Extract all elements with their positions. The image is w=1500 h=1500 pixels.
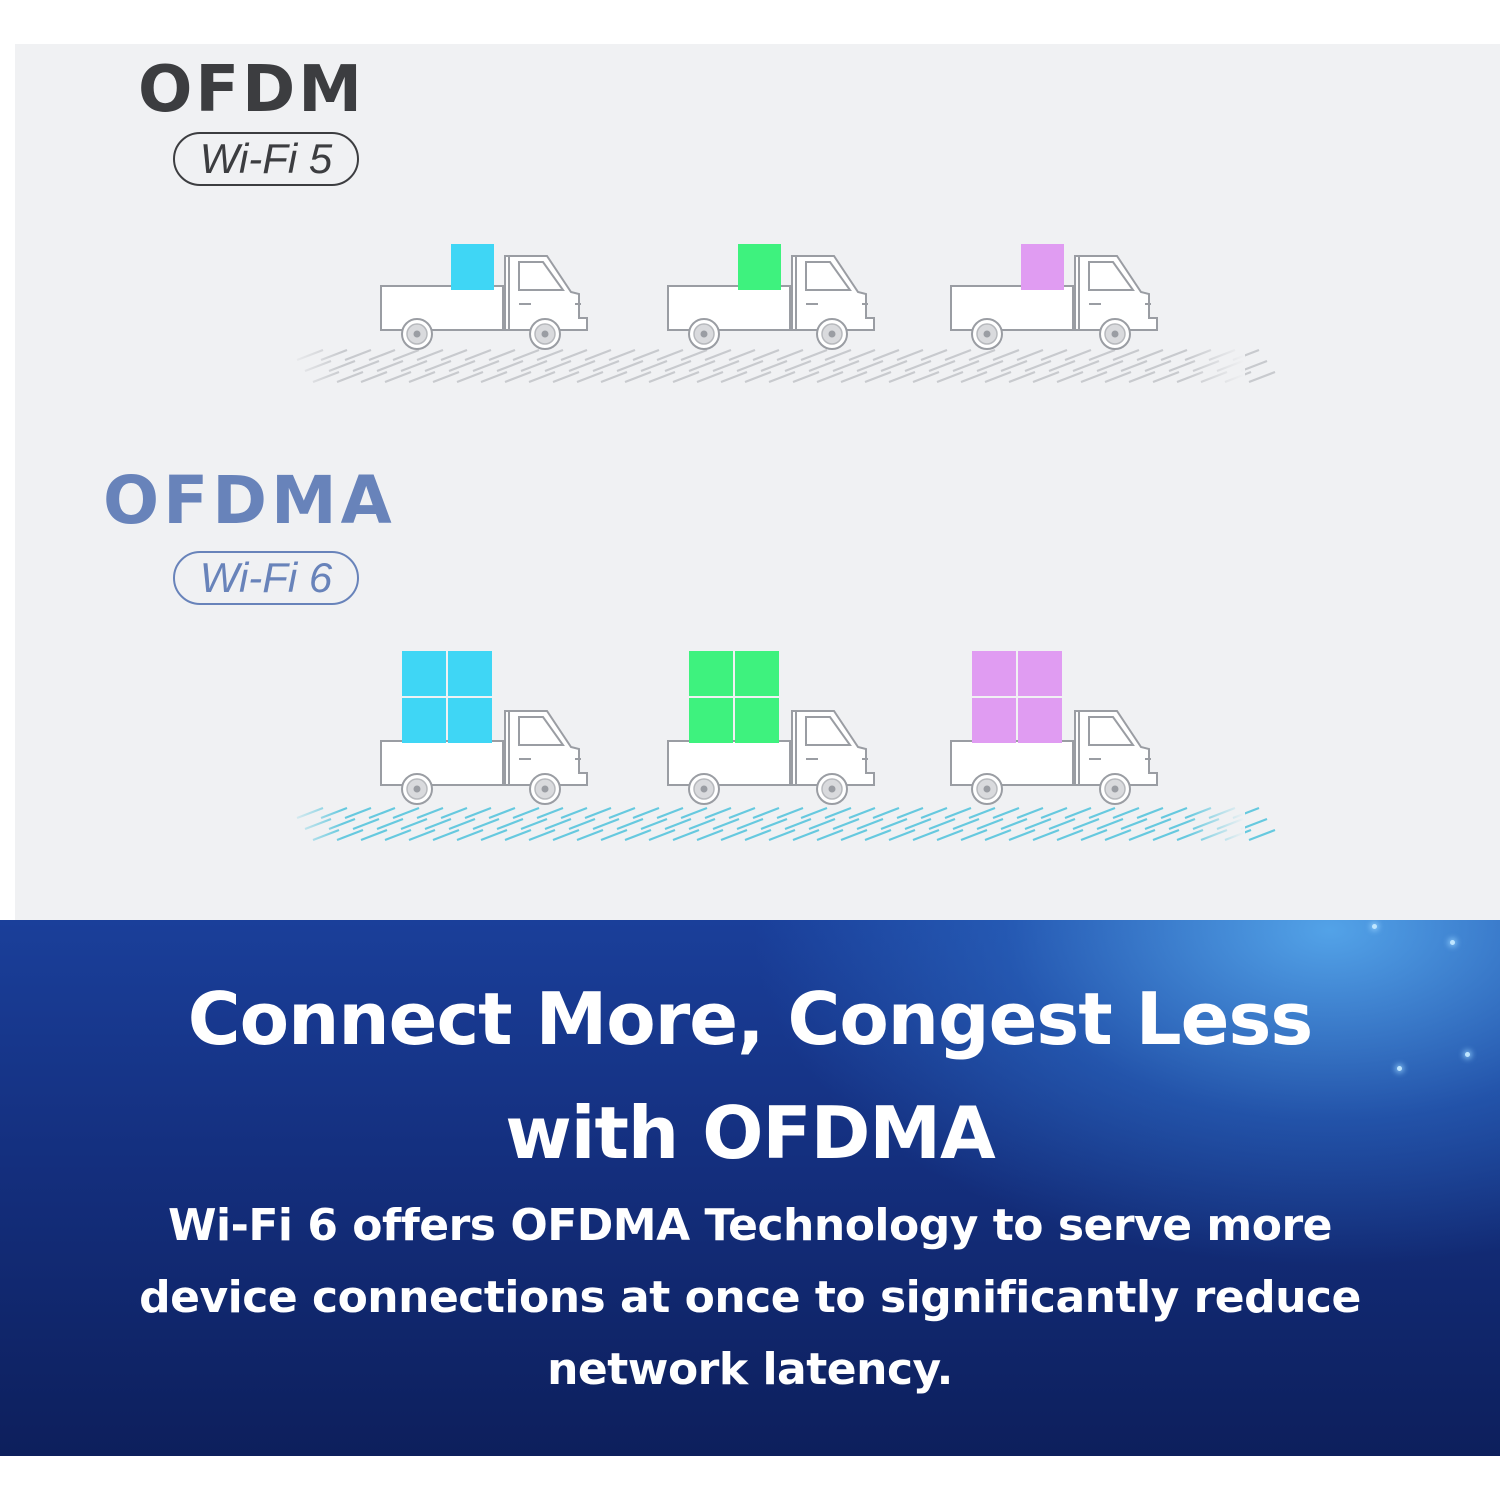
road-stripe: [1240, 817, 1268, 831]
sparkle-icon: [1397, 1066, 1402, 1071]
cargo-box: [972, 651, 1016, 696]
road-stripe: [1240, 359, 1268, 373]
road-stripe: [1248, 370, 1276, 384]
cargo-box: [1018, 698, 1062, 743]
cargo-box: [448, 651, 492, 696]
cargo-box: [451, 244, 494, 290]
sparkle-icon: [1465, 1052, 1470, 1057]
cargo-box: [735, 651, 779, 696]
cargo-box: [735, 698, 779, 743]
ofdma-trucks: [380, 651, 1158, 805]
cargo-box: [689, 698, 733, 743]
cargo-box: [738, 244, 781, 290]
cargo-box: [448, 698, 492, 743]
cargo-box: [1021, 244, 1064, 290]
banner-headline: Connect More, Congest Less with OFDMA: [0, 962, 1500, 1190]
diagram-panel: OFDM Wi-Fi 5 OFDMA Wi-Fi 6: [15, 44, 1500, 920]
description-line-1: Wi-Fi 6 offers OFDMA Technology to serve…: [167, 1200, 1333, 1251]
cargo-box: [972, 698, 1016, 743]
wifi5-badge: Wi-Fi 5: [173, 132, 359, 186]
headline-line-1: Connect More, Congest Less: [187, 977, 1313, 1061]
description-line-2: device connections at once to significan…: [139, 1272, 1361, 1323]
road-stripe: [1248, 828, 1276, 842]
headline-line-2: with OFDMA: [505, 1091, 995, 1175]
wifi6-badge: Wi-Fi 6: [173, 551, 359, 605]
description-line-3: network latency.: [547, 1344, 953, 1395]
cargo-box: [1018, 651, 1062, 696]
ofdm-trucks: [380, 244, 1158, 350]
ofdm-title: OFDM: [138, 53, 365, 127]
sparkle-icon: [1450, 940, 1455, 945]
cargo-box: [689, 651, 733, 696]
sparkle-icon: [1372, 924, 1377, 929]
promo-banner: Connect More, Congest Less with OFDMA Wi…: [0, 920, 1500, 1456]
cargo-box: [402, 698, 446, 743]
banner-description: Wi-Fi 6 offers OFDMA Technology to serve…: [0, 1190, 1500, 1406]
bottom-margin: [0, 1456, 1500, 1500]
ofdma-title: OFDMA: [103, 462, 396, 539]
cargo-box: [402, 651, 446, 696]
trucks-scene: [285, 244, 1276, 848]
